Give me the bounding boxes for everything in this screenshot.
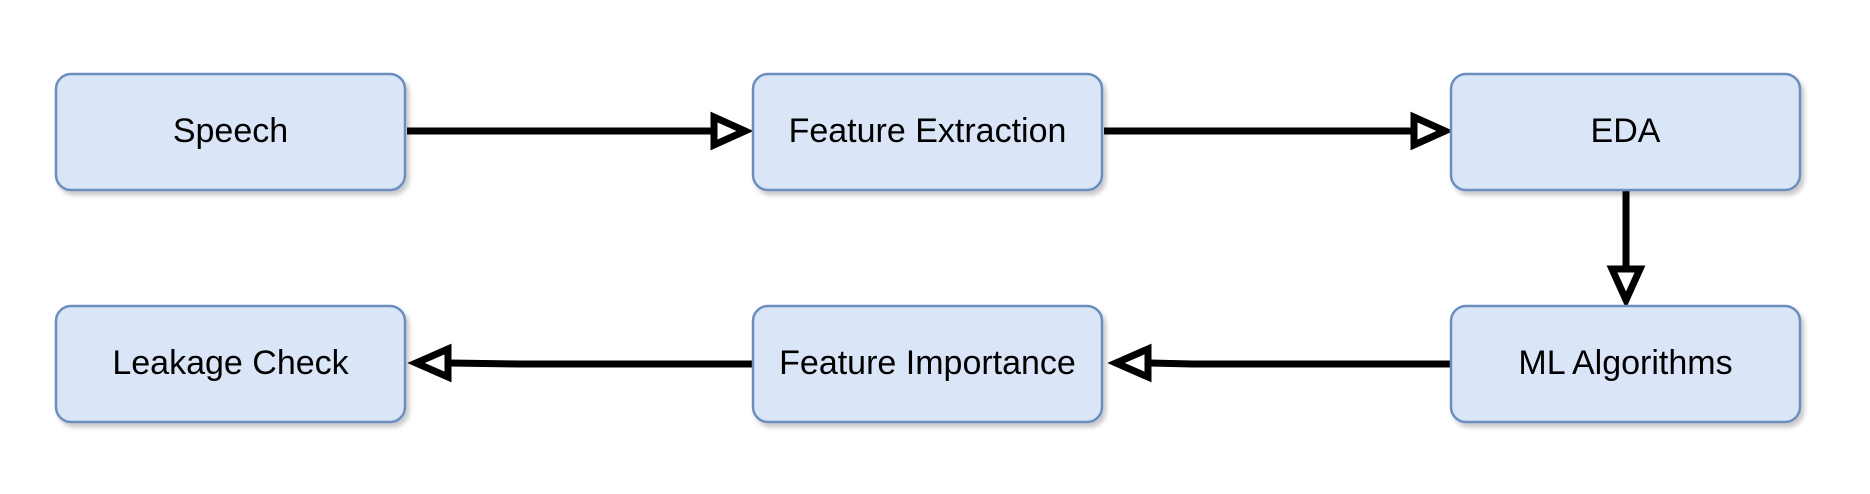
edge-feature-importance-to-leakage-check (407, 343, 753, 383)
node-eda[interactable]: EDA (1449, 72, 1802, 192)
node-box (54, 304, 407, 424)
node-feature-importance[interactable]: Feature Importance (751, 304, 1104, 424)
node-label: EDA (1591, 112, 1661, 150)
edge-eda-to-ml-algorithms (1606, 191, 1646, 309)
edge-speech-to-feature-extraction (407, 111, 754, 151)
node-label: ML Algorithms (1518, 344, 1732, 382)
node-label: Leakage Check (112, 344, 349, 382)
node-label: Feature Importance (779, 344, 1076, 382)
node-box (1449, 72, 1802, 192)
edge-line (449, 359, 753, 368)
node-leakage-check[interactable]: Leakage Check (54, 304, 407, 424)
node-label: Feature Extraction (789, 112, 1067, 150)
arrowhead-icon (710, 111, 754, 151)
node-box (1449, 304, 1802, 424)
node-box (751, 304, 1104, 424)
node-speech[interactable]: Speech (54, 72, 407, 192)
node-label: Speech (173, 112, 288, 150)
arrowhead-icon (1107, 343, 1152, 383)
node-box (54, 72, 407, 192)
arrowhead-icon (407, 343, 452, 383)
edge-line (1149, 359, 1451, 368)
node-ml-algorithms[interactable]: ML Algorithms (1449, 304, 1802, 424)
edges (407, 111, 1646, 383)
arrowhead-icon (1606, 265, 1646, 309)
node-feature-extraction[interactable]: Feature Extraction (751, 72, 1104, 192)
node-box (751, 72, 1104, 192)
arrowhead-icon (1410, 111, 1454, 151)
edge-feature-extraction-to-eda (1104, 111, 1454, 151)
edge-ml-algorithms-to-feature-importance (1107, 343, 1451, 383)
nodes: Speech Feature Extraction EDA ML Algorit… (54, 72, 1802, 424)
